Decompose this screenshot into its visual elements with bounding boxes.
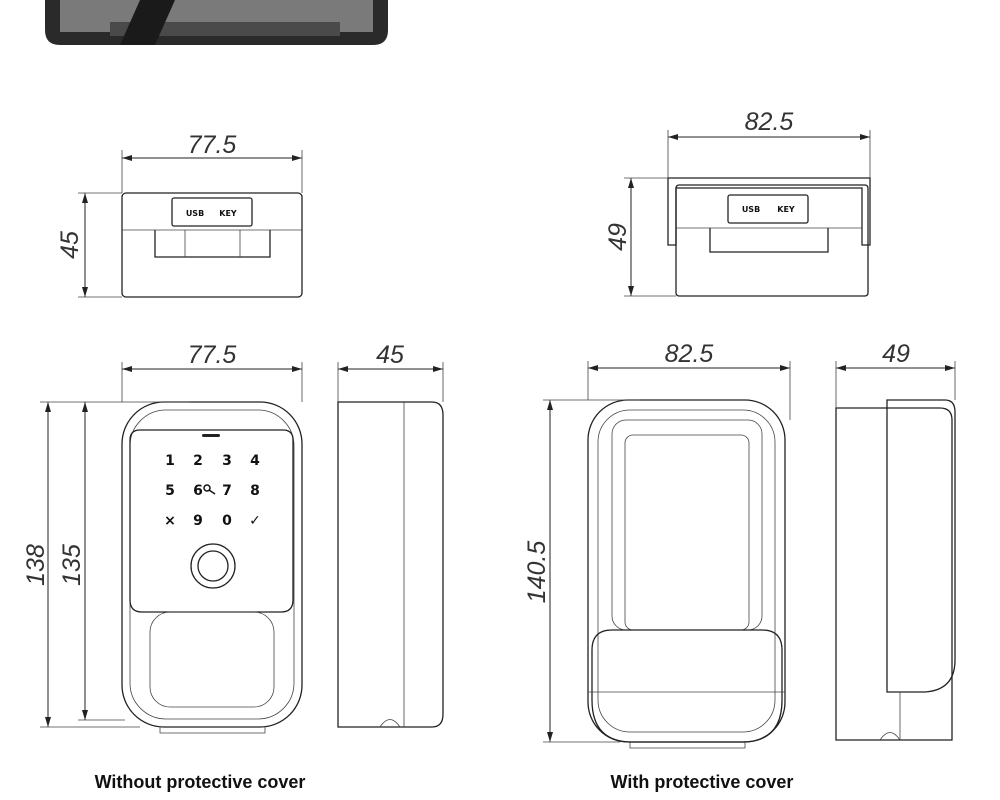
front-view-with-cover: 82.5 140.5 bbox=[523, 340, 791, 749]
usb-port-label: USB bbox=[186, 209, 204, 218]
usb-port-label-cover: USB bbox=[742, 205, 760, 214]
dim-side-left-depth: 45 bbox=[376, 341, 404, 369]
caption-with-cover: With protective cover bbox=[610, 772, 794, 792]
dim-left-height-outer: 138 bbox=[22, 544, 50, 586]
key-port-label-cover: KEY bbox=[777, 205, 795, 214]
key-7: 7 bbox=[222, 483, 232, 499]
key-confirm: ✓ bbox=[249, 513, 261, 529]
product-photo bbox=[45, 0, 388, 45]
key-9: 9 bbox=[193, 513, 203, 529]
dim-top-right-depth: 49 bbox=[604, 223, 632, 251]
front-view-without-cover: 1 2 3 4 5 6 7 8 × 9 0 ✓ 77.5 138 135 bbox=[22, 341, 303, 734]
dim-left-height-inner: 135 bbox=[58, 544, 86, 586]
key-port-label: KEY bbox=[219, 209, 237, 218]
key-5: 5 bbox=[165, 483, 175, 499]
key-3: 3 bbox=[222, 453, 232, 469]
key-4: 4 bbox=[250, 453, 260, 469]
dim-side-right-depth: 49 bbox=[882, 340, 910, 368]
key-6: 6 bbox=[193, 483, 203, 499]
dim-top-left-width: 77.5 bbox=[188, 131, 237, 159]
dim-top-right-width: 82.5 bbox=[745, 108, 794, 136]
key-0: 0 bbox=[222, 513, 232, 529]
dim-top-left-depth: 45 bbox=[56, 231, 84, 259]
fingerprint-sensor-icon bbox=[190, 543, 236, 589]
key-2: 2 bbox=[193, 453, 203, 469]
side-view-without-cover: 45 bbox=[337, 341, 444, 728]
dim-front-left-width: 77.5 bbox=[188, 341, 237, 369]
key-8: 8 bbox=[250, 483, 260, 499]
keypad: 1 2 3 4 5 6 7 8 × 9 0 ✓ bbox=[164, 453, 261, 529]
dim-front-right-width: 82.5 bbox=[665, 340, 714, 368]
top-view-without-cover: USB KEY 77.5 45 bbox=[56, 131, 303, 298]
top-view-with-cover: USB KEY 82.5 49 bbox=[604, 108, 871, 297]
caption-without-cover: Without protective cover bbox=[94, 772, 306, 792]
key-cancel: × bbox=[164, 513, 176, 529]
key-1: 1 bbox=[165, 453, 175, 469]
side-view-with-cover: 49 bbox=[835, 340, 956, 741]
dim-right-height: 140.5 bbox=[523, 541, 551, 604]
key-icon bbox=[203, 484, 216, 495]
